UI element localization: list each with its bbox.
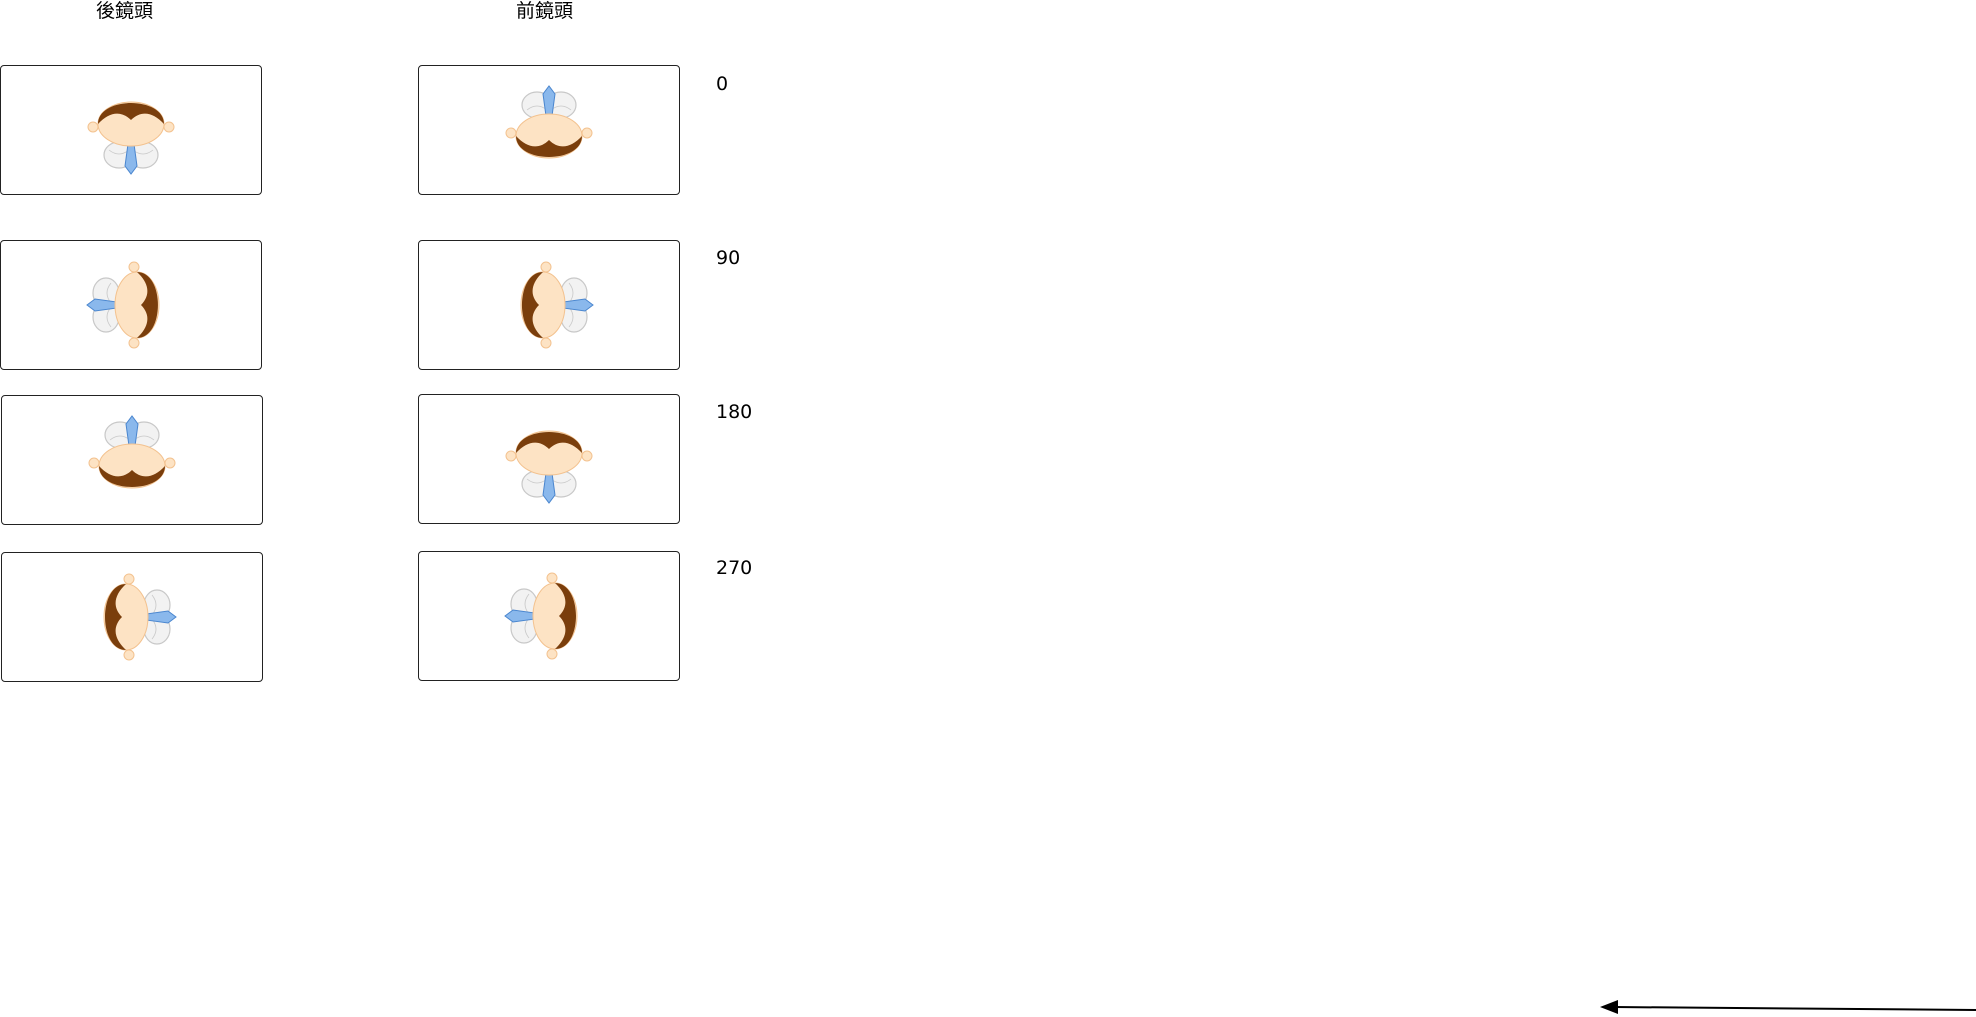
rear-camera-frame-row-1 (0, 240, 262, 370)
angle-label-row-0: 0 (716, 73, 729, 95)
front-camera-header: 前鏡頭 (516, 0, 574, 22)
angle-label-row-1: 90 (716, 247, 741, 269)
person-avatar-icon (86, 261, 160, 349)
angle-label-row-3: 270 (716, 557, 753, 579)
person-avatar-icon (88, 415, 176, 489)
person-avatar-icon (103, 573, 177, 661)
front-camera-frame-row-2 (418, 394, 680, 524)
person-avatar-icon (520, 261, 594, 349)
rear-camera-frame-row-0 (0, 65, 262, 195)
front-camera-frame-row-3 (418, 551, 680, 681)
person-avatar-icon (505, 85, 593, 159)
rear-camera-frame-row-3 (1, 552, 263, 682)
person-avatar-icon (505, 430, 593, 504)
rear-camera-header: 後鏡頭 (96, 0, 154, 22)
person-avatar-icon (504, 572, 578, 660)
person-avatar-icon (87, 101, 175, 175)
front-camera-frame-row-0 (418, 65, 680, 195)
front-camera-frame-row-1 (418, 240, 680, 370)
angle-label-row-2: 180 (716, 401, 753, 423)
rear-camera-frame-row-2 (1, 395, 263, 525)
